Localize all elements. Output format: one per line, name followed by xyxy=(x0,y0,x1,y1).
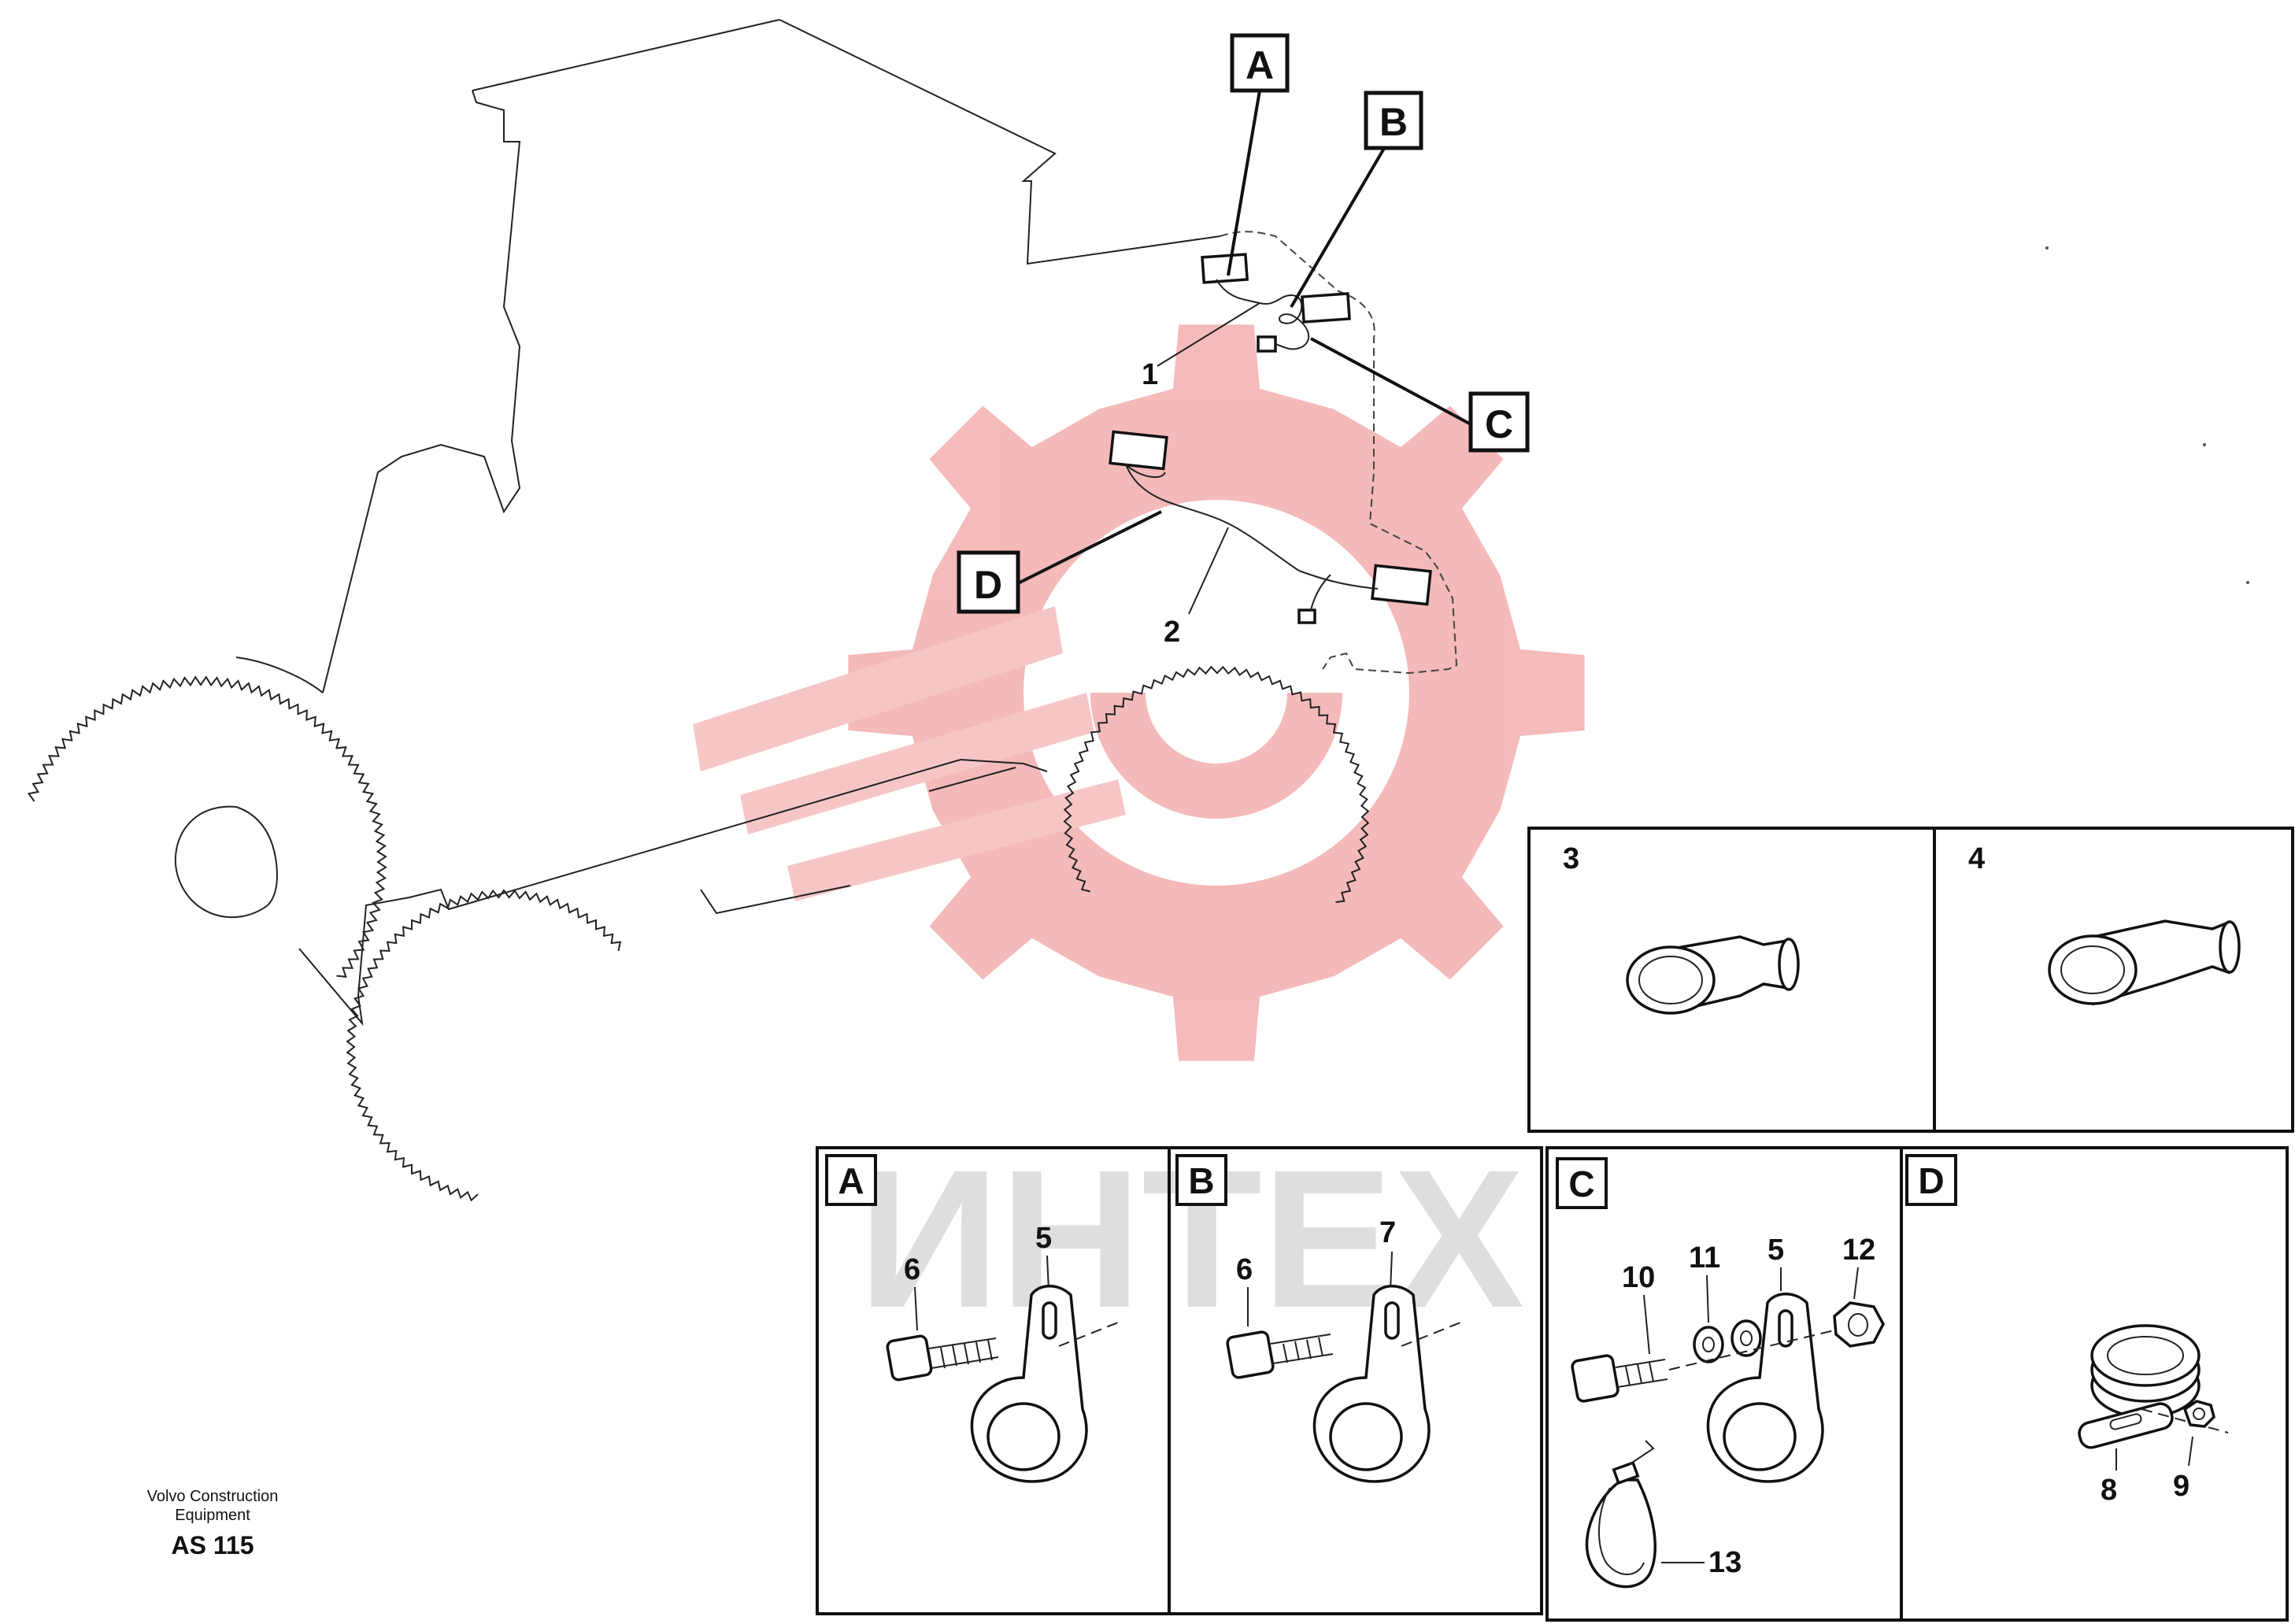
panel-c-label-5: 5 xyxy=(1768,1234,1784,1267)
callout-d: D xyxy=(957,510,1162,614)
callout-b-box xyxy=(1364,91,1423,150)
callout-b-letter: B xyxy=(1379,100,1408,144)
connector-lower xyxy=(1297,609,1316,624)
leader-2 xyxy=(1188,527,1229,615)
detail-a-letter: A xyxy=(838,1160,864,1201)
speed-line-1 xyxy=(693,606,1063,771)
connector-3-icon xyxy=(1626,935,1800,1015)
callout-c-box xyxy=(1468,391,1530,453)
gear-hole xyxy=(1023,500,1409,886)
front-wheel-outline xyxy=(346,889,622,1202)
panel-a-label-5: 5 xyxy=(1035,1222,1052,1255)
detail-c-letter: C xyxy=(1568,1163,1594,1204)
callout-b: B xyxy=(1290,91,1423,309)
panel-b-clamp-icon xyxy=(1312,1285,1461,1483)
panel-c-label-11: 11 xyxy=(1689,1241,1720,1274)
callout-c-letter: C xyxy=(1485,402,1513,446)
panel-c-washer-icon xyxy=(1693,1319,1762,1363)
callout-d-box xyxy=(957,550,1020,614)
panel-c-nut-icon xyxy=(1833,1301,1885,1348)
leader-1 xyxy=(1157,302,1260,367)
panel-c-bolt-icon xyxy=(1571,1354,1668,1403)
connector-upper xyxy=(1257,335,1277,353)
lamp-lower-left xyxy=(1109,430,1168,471)
connector-panels-frame xyxy=(1527,827,2294,1133)
watermark-gear-logo xyxy=(693,324,1585,1061)
connector-panels: 3 4 xyxy=(1527,827,2294,1133)
mid-wheel-arch xyxy=(1063,665,1370,904)
lower-harness-assembly: 2 xyxy=(1109,430,1432,649)
panel-a-clamp-icon xyxy=(970,1285,1119,1483)
leader-a xyxy=(1227,90,1261,276)
detail-b-letter: B xyxy=(1188,1160,1214,1201)
panel-b-label-7: 7 xyxy=(1379,1216,1396,1249)
callout-c: C xyxy=(1310,337,1530,453)
upper-harness-assembly: 1 xyxy=(1142,253,1351,391)
panel-c-label-13: 13 xyxy=(1708,1546,1742,1579)
callout-a: A xyxy=(1227,33,1290,276)
panel-b-bolt-icon xyxy=(1226,1330,1334,1379)
callout-a-letter: A xyxy=(1246,43,1274,87)
detail-cd-frame xyxy=(1545,1146,2289,1622)
callout-a-box xyxy=(1230,33,1290,93)
detail-a-badge xyxy=(825,1154,877,1206)
leader-d xyxy=(1019,510,1162,584)
wrench-arc-icon xyxy=(1090,692,1342,819)
detail-d-badge xyxy=(1905,1154,1957,1206)
panel-d-label-8: 8 xyxy=(2101,1474,2117,1507)
credit-company-line2: Equipment xyxy=(175,1507,250,1524)
detail-d-letter: D xyxy=(1918,1160,1944,1201)
connector-4-label: 4 xyxy=(1968,842,1985,875)
panel-d-clamp-icon xyxy=(2078,1324,2229,1449)
label-2: 2 xyxy=(1164,616,1180,649)
detail-panels-c-d: C D 10 11 5 12 13 xyxy=(1545,1146,2289,1622)
detail-ab-frame xyxy=(816,1146,1543,1615)
panel-a-label-6: 6 xyxy=(904,1253,920,1286)
panel-d-label-9: 9 xyxy=(2173,1470,2190,1503)
lamp-lower-right xyxy=(1371,564,1432,606)
speed-line-3 xyxy=(787,779,1126,901)
panel-d-nut-icon xyxy=(2182,1400,2215,1428)
lamp-upper-right xyxy=(1301,292,1351,324)
panel-c-label-10: 10 xyxy=(1622,1261,1655,1294)
detail-b-badge xyxy=(1175,1154,1227,1206)
rear-wheel-outline xyxy=(27,675,387,978)
panel-c-label-12: 12 xyxy=(1842,1234,1875,1267)
credit-company-line1: Volvo Construction xyxy=(146,1488,279,1505)
panel-c-cable-tie-icon xyxy=(1585,1440,1656,1589)
detail-c-badge xyxy=(1556,1157,1608,1209)
credit-code: AS 115 xyxy=(171,1531,254,1559)
connector-3-label: 3 xyxy=(1563,842,1579,875)
panel-a-bolt-icon xyxy=(886,1334,999,1382)
detail-panels-a-b: A B 6 5 6 7 xyxy=(816,1146,1543,1615)
machine-silhouette xyxy=(27,19,2249,1202)
leader-b xyxy=(1290,144,1387,309)
panel-c-clamp-icon xyxy=(1668,1293,1835,1483)
callout-d-letter: D xyxy=(974,563,1002,607)
lamp-upper-left xyxy=(1201,253,1249,284)
panel-b-label-6: 6 xyxy=(1236,1253,1253,1286)
label-1: 1 xyxy=(1142,358,1158,391)
leader-c xyxy=(1310,337,1473,427)
connector-4-icon xyxy=(2048,919,2241,1006)
